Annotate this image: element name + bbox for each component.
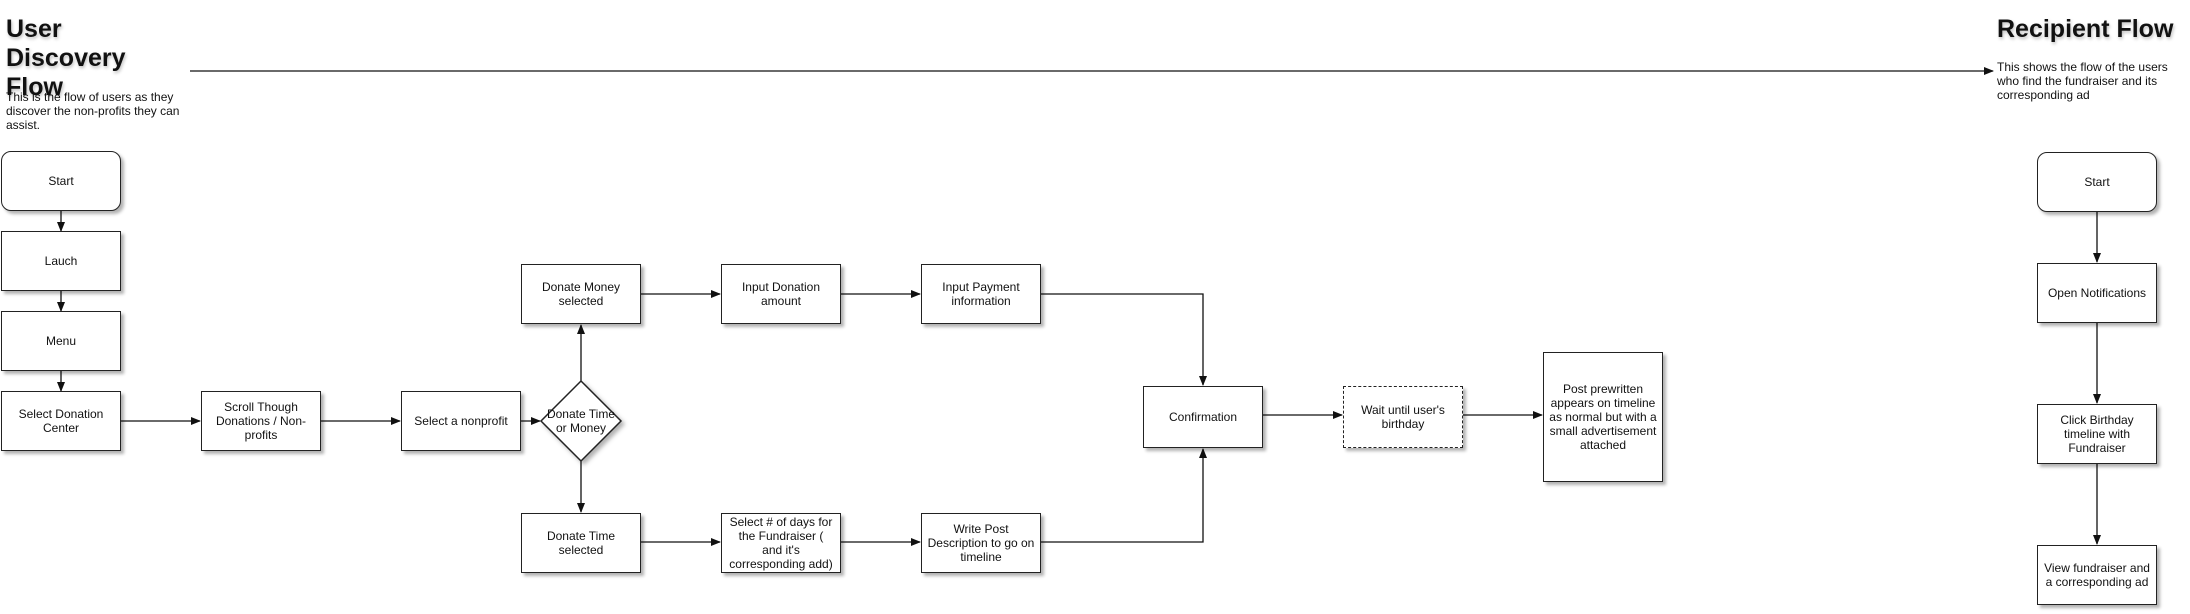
node-input-donation-amount: Input Donation amount <box>721 264 841 324</box>
decision-diamond <box>539 379 623 463</box>
user-flow-description: This is the flow of users as they discov… <box>6 90 180 132</box>
user-flow-title: User Discovery Flow <box>6 15 126 101</box>
node-select-nonprofit: Select a nonprofit <box>401 391 521 451</box>
node-select-days: Select # of days for the Fundraiser ( an… <box>721 513 841 573</box>
node-donate-time: Donate Time selected <box>521 513 641 573</box>
node-select-donation-center: Select Donation Center <box>1 391 121 451</box>
node-confirmation: Confirmation <box>1143 386 1263 448</box>
node-view-fundraiser: View fundraiser and a corresponding ad <box>2037 545 2157 605</box>
node-scroll-donations: Scroll Though Donations / Non-profits <box>201 391 321 451</box>
node-donate-money: Donate Money selected <box>521 264 641 324</box>
node-post-prewritten: Post prewritten appears on timeline as n… <box>1543 352 1663 482</box>
node-wait-birthday: Wait until user's birthday <box>1343 386 1463 448</box>
node-open-notifications: Open Notifications <box>2037 263 2157 323</box>
node-start: Start <box>1 151 121 211</box>
recipient-flow-title: Recipient Flow <box>1997 15 2174 43</box>
node-menu: Menu <box>1 311 121 371</box>
node-input-payment: Input Payment information <box>921 264 1041 324</box>
node-click-birthday: Click Birthday timeline with Fundraiser <box>2037 404 2157 464</box>
node-write-post: Write Post Description to go on timeline <box>921 513 1041 573</box>
node-decision-label: Donate Time or Money <box>546 407 616 435</box>
arrow-payment-to-confirmation <box>1041 293 1207 386</box>
node-recipient-start: Start <box>2037 152 2157 212</box>
arrow-write-post-to-confirmation <box>1041 448 1207 543</box>
node-launch: Lauch <box>1 231 121 291</box>
recipient-flow-description: This shows the flow of the users who fin… <box>1997 60 2168 102</box>
